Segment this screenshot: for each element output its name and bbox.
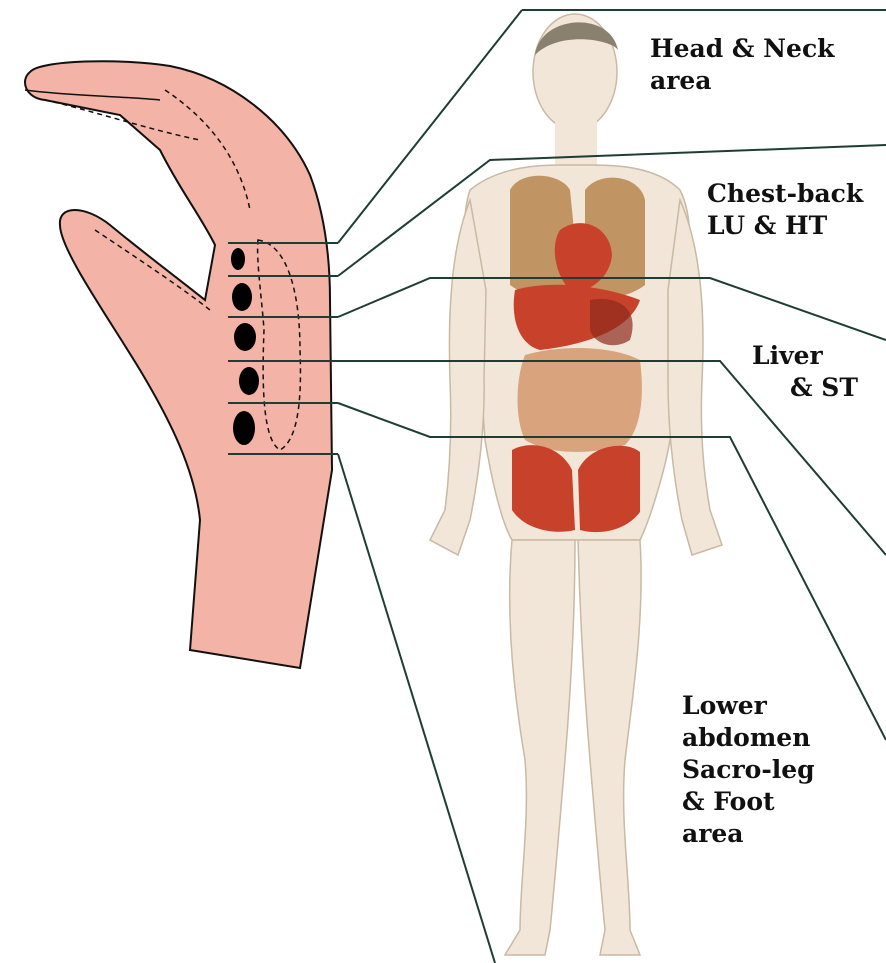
label-line: & ST [752,372,858,404]
label-line: Lower [682,690,815,722]
label-line: area [650,65,835,97]
label-liver: Liver & ST [752,340,858,404]
human-body-illustration [430,14,722,955]
right-leg [578,540,641,955]
right-arm [668,200,722,555]
label-line: Head & Neck [650,33,835,65]
pelvis-muscles [578,446,640,532]
pulse-point-icon [234,323,256,351]
label-line: LU & HT [707,210,863,242]
connector-foot [338,454,495,963]
left-leg [505,540,575,955]
pulse-point-icon [233,411,255,445]
neck [555,120,597,170]
pulse-point-icon [231,248,245,270]
label-chest-back: Chest-back LU & HT [707,178,863,242]
hand-shape [25,61,332,668]
pulse-point-icon [232,283,252,311]
hand-illustration [25,61,338,668]
label-line: Chest-back [707,178,863,210]
label-line: & Foot [682,786,815,818]
pulse-point-icon [239,367,259,395]
label-lower-abdomen: Lower abdomen Sacro-leg & Foot area [682,690,815,850]
label-line: Liver [752,340,858,372]
label-line: abdomen [682,722,815,754]
label-head-neck: Head & Neck area [650,33,835,97]
left-arm [430,200,486,555]
label-line: area [682,818,815,850]
label-line: Sacro-leg [682,754,815,786]
